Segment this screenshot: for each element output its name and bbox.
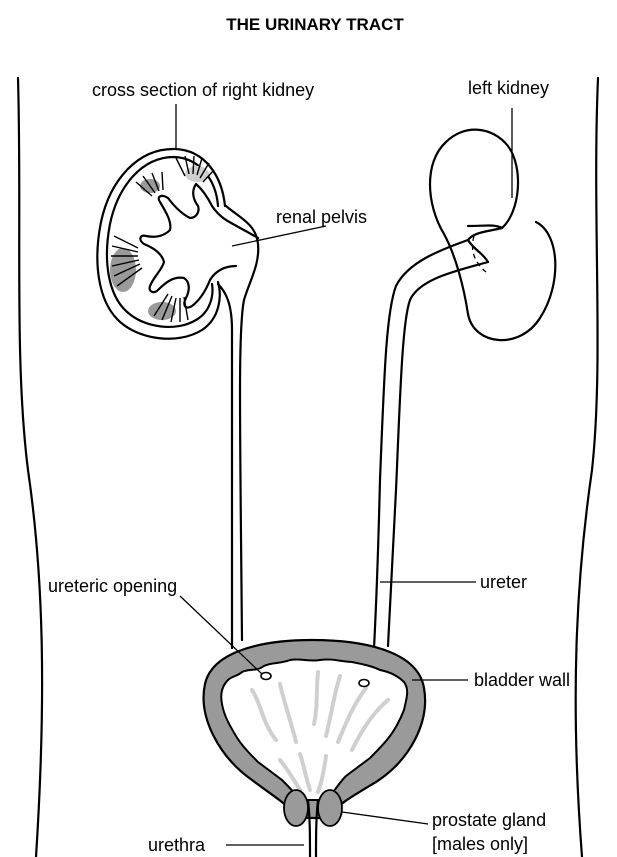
left-ureter	[374, 240, 468, 648]
right-kidney-cross-section	[97, 149, 258, 339]
label-renal-pelvis: renal pelvis	[276, 207, 367, 227]
bladder	[204, 640, 425, 818]
label-ureter: ureter	[480, 572, 527, 592]
left-kidney	[430, 130, 555, 340]
label-ureteric-opening: ureteric opening	[48, 576, 177, 596]
right-ureter	[226, 206, 258, 640]
diagram-title: THE URINARY TRACT	[226, 15, 404, 34]
urethra-tube	[308, 800, 310, 857]
label-left-kidney: left kidney	[468, 78, 549, 98]
urethra-tube-inner	[316, 800, 318, 857]
prostate-left-lobe	[284, 790, 308, 826]
body-outline-right	[576, 78, 598, 857]
body-outline-left	[18, 78, 42, 857]
leader-renal-pelvis	[232, 226, 326, 246]
label-bladder-wall: bladder wall	[474, 670, 570, 690]
label-prostate-line1: prostate gland	[432, 810, 546, 830]
left-ureter-inner	[388, 262, 488, 646]
right-ureter-inner	[218, 284, 232, 648]
prostate-right-lobe	[318, 790, 342, 826]
label-right-kidney: cross section of right kidney	[92, 80, 314, 100]
label-prostate-line2: [males only]	[432, 834, 528, 854]
label-urethra: urethra	[148, 835, 206, 855]
leader-prostate	[342, 812, 428, 824]
